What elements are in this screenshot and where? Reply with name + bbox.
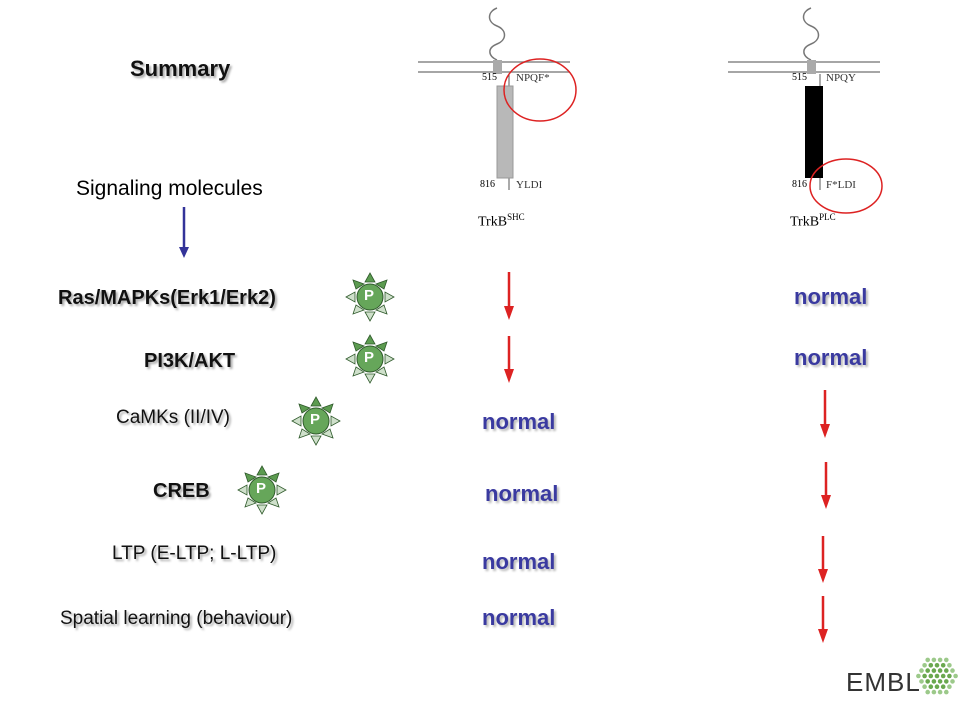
logo-dot — [922, 663, 927, 668]
logo-dot — [931, 668, 937, 673]
red-down-arrow-icon — [818, 596, 828, 643]
logo-dot — [950, 668, 955, 673]
red-down-arrow-icon — [820, 390, 830, 438]
logo-dot — [950, 679, 955, 684]
phospho-label: P — [364, 349, 375, 366]
logo-dot — [934, 663, 940, 668]
logo-dot — [947, 673, 952, 679]
logo-dot — [928, 663, 934, 668]
transmembrane-segment — [807, 60, 816, 74]
red-down-arrow-icon — [504, 336, 514, 383]
logo-dot — [940, 673, 946, 679]
shc-result-camks: normal — [482, 409, 556, 434]
phospho-label: P — [256, 480, 267, 497]
section-subtitle: Signaling molecules — [76, 177, 263, 200]
row-label-camks: CaMKs (II/IV) — [116, 407, 231, 428]
receptor1-name: TrkBSHC — [478, 212, 525, 230]
row-label-spatial-learning: Spatial learning (behaviour) — [60, 608, 293, 629]
logo-dot — [944, 668, 949, 673]
embl-logo-text: EMBL — [846, 667, 921, 697]
receptor2-bottom-site: 816 — [792, 179, 807, 190]
logo-dot — [944, 657, 949, 663]
logo-dot — [925, 679, 930, 684]
red-down-arrow-icon — [504, 272, 514, 320]
logo-dot — [937, 689, 943, 695]
shc-result-spatial-learning: normal — [482, 605, 556, 630]
receptor2-top-motif: NPQY — [826, 72, 856, 84]
receptor1-top-motif: NPQF* — [516, 72, 550, 84]
receptor2-bottom-motif: F*LDI — [826, 179, 856, 191]
receptor2-name: TrkBPLC — [790, 212, 836, 230]
row-label-ras-mapk: Ras/MAPKs(Erk1/Erk2) — [58, 287, 276, 309]
logo-dot — [925, 668, 930, 673]
logo-dot — [931, 689, 937, 695]
receptor2-top-site: 515 — [792, 72, 807, 83]
plc-result-pi3k-akt: normal — [794, 345, 868, 370]
shc-result-creb: normal — [485, 481, 559, 506]
highlight-circle-npqf — [503, 58, 577, 122]
receptor-trkb-shc-diagram — [418, 7, 577, 190]
logo-dot — [931, 679, 937, 684]
logo-dot — [925, 657, 930, 663]
row-label-ltp: LTP (E-LTP; L-LTP) — [112, 543, 277, 564]
logo-dot — [937, 668, 943, 673]
logo-dot — [937, 679, 943, 684]
logo-dot — [937, 657, 943, 663]
intracellular-domain-black — [805, 86, 823, 178]
red-down-arrow-icon — [821, 462, 831, 509]
logo-dot — [931, 657, 937, 663]
phospho-label: P — [364, 287, 375, 304]
blue-down-arrow-icon — [179, 207, 189, 258]
logo-dot — [944, 679, 949, 684]
logo-dot — [925, 689, 930, 695]
page-title: Summary — [130, 56, 231, 81]
extracellular-domain-icon — [802, 7, 820, 61]
logo-dot — [940, 663, 946, 668]
logo-dot — [944, 689, 949, 695]
logo-dot — [934, 684, 940, 689]
logo-dot — [922, 673, 927, 679]
logo-dot — [928, 673, 934, 679]
logo-dot — [940, 684, 946, 689]
plc-result-ras-mapk: normal — [794, 284, 868, 309]
phospho-label: P — [310, 411, 321, 428]
red-down-arrow-icon — [818, 536, 828, 583]
shc-result-ltp: normal — [482, 549, 556, 574]
receptor1-top-site: 515 — [482, 72, 497, 83]
intracellular-domain-grey — [496, 85, 514, 179]
row-label-pi3k-akt: PI3K/AKT — [144, 350, 236, 372]
extracellular-domain-icon — [488, 7, 506, 61]
logo-dot — [947, 684, 952, 689]
logo-dot — [934, 673, 940, 679]
logo-dot — [947, 663, 952, 668]
logo-dot — [953, 673, 958, 679]
logo-dot — [922, 684, 927, 689]
row-label-creb: CREB — [153, 480, 210, 502]
logo-dot — [928, 684, 934, 689]
receptor1-bottom-motif: YLDI — [516, 179, 543, 191]
embl-logo-icon — [916, 657, 958, 695]
receptor1-bottom-site: 816 — [480, 179, 495, 190]
